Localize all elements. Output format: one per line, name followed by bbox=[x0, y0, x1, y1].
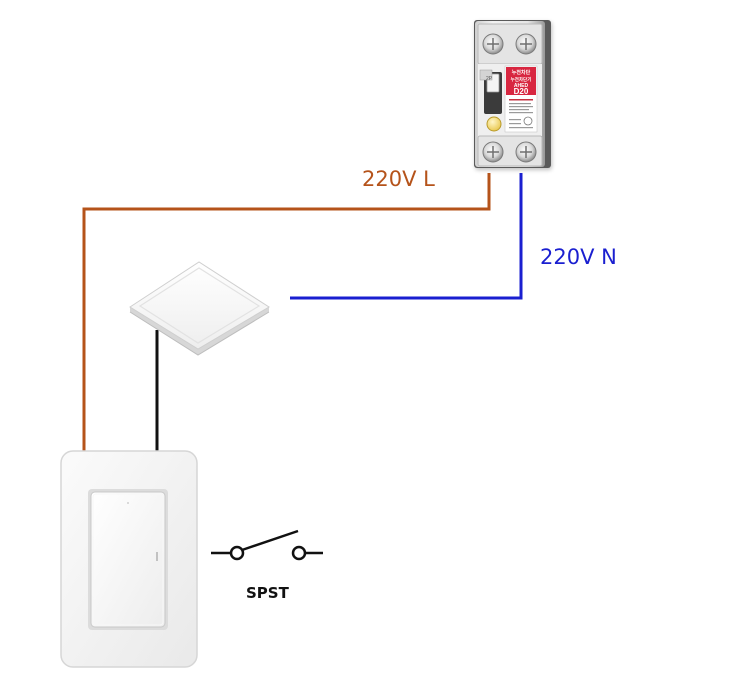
spst-blade bbox=[241, 529, 299, 552]
circuit-breaker: 누전차단 누전차단기 AHED D20 2P bbox=[474, 20, 551, 168]
neutral-wire-label: 220V N bbox=[540, 245, 617, 269]
spst-left-terminal-icon bbox=[229, 545, 245, 561]
line-wire bbox=[82, 173, 491, 452]
spst-label: SPST bbox=[246, 584, 290, 602]
spst-switch-symbol bbox=[211, 529, 323, 561]
breaker-test-button bbox=[486, 116, 502, 132]
breaker-panel-brand-text: 누전차단기 bbox=[511, 76, 532, 83]
breaker-rating-main: D20 bbox=[514, 87, 529, 96]
wall-switch bbox=[60, 450, 198, 668]
breaker-panel-top-text: 누전차단 bbox=[512, 69, 531, 76]
neutral-wire bbox=[290, 173, 523, 300]
breaker-rating-small: AHED bbox=[514, 83, 529, 89]
line-wire-label: 220V L bbox=[362, 167, 435, 191]
breaker-device-code: 2P bbox=[486, 76, 493, 82]
switch-rocker bbox=[90, 491, 166, 628]
spst-right-terminal-icon bbox=[291, 545, 307, 561]
ceiling-lamp-icon bbox=[129, 261, 270, 356]
